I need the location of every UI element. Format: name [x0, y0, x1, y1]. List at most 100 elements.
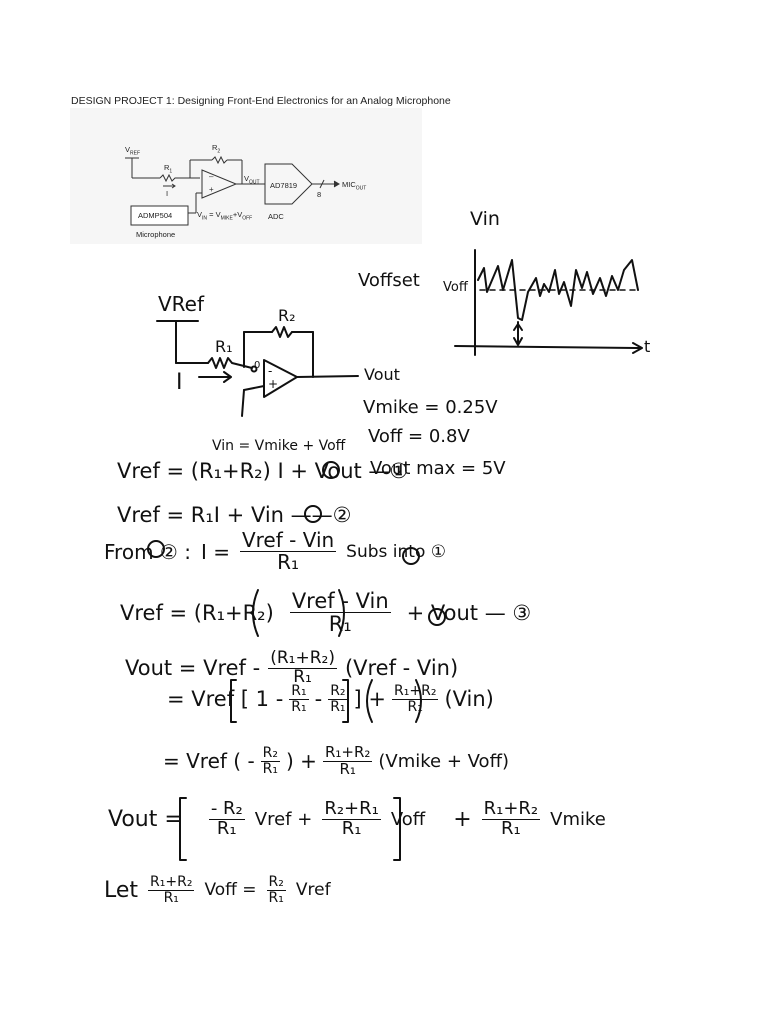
circuit-r1-label: R₁ [215, 337, 233, 356]
current-equals: I = [200, 539, 230, 564]
let-fraction-2: R₂ R₁ [266, 874, 286, 906]
circle-1-eq1 [322, 461, 340, 479]
vout2-fraction-2: R₂ R₁ [328, 683, 348, 715]
vout1-numerator: (R₁+R₂) [268, 648, 337, 669]
circuit-current-label: I [176, 370, 183, 395]
vout2-f1-denominator: R₁ [291, 698, 307, 715]
vout1-denominator: R₁ [293, 666, 312, 687]
circle-3-eq3 [428, 608, 446, 626]
document-title: DESIGN PROJECT 1: Designing Front-End El… [71, 95, 451, 107]
vout4-fraction-2: R₂+R₁ R₁ [322, 798, 381, 839]
vout4-f3-numerator: R₁+R₂ [481, 798, 541, 820]
vout-step1-row: Vout = Vref - (R₁+R₂) R₁ (Vref - Vin) [125, 648, 458, 687]
vout3-mid: ) + [286, 749, 317, 774]
vout2-mid: - [314, 687, 323, 712]
equation-current-row: From ② : I = Vref - Vin R₁ Subs into ① [104, 530, 446, 573]
circuit-vref-label: VRef [158, 292, 205, 316]
vout2-fraction-3: R₁+R₂ R₁ [392, 683, 439, 715]
eq3-denominator: R₁ [328, 612, 352, 637]
opamp-plus-symbol: + [209, 185, 214, 194]
vout4-f3-denominator: R₁ [501, 817, 521, 839]
graph-t-label: t [644, 337, 651, 356]
vout3-f2-denominator: R₁ [339, 759, 356, 778]
vout2-close: ] + [353, 687, 387, 712]
vout2-f2-denominator: R₁ [330, 698, 346, 715]
vout1-fraction: (R₁+R₂) R₁ [268, 648, 337, 687]
vout2-left: = Vref [ 1 - [167, 687, 284, 712]
let-f2-numerator: R₂ [266, 874, 286, 891]
vout4-left: Vout = [108, 806, 183, 832]
vout3-f1-numerator: R₂ [260, 745, 281, 762]
vout4-fraction-1: - R₂ R₁ [208, 798, 245, 839]
circle-2-from [147, 540, 165, 558]
vout4-f1-numerator: - R₂ [208, 798, 245, 820]
current-fraction-numerator: Vref - Vin [239, 528, 337, 552]
circuit-r2-label: R₂ [278, 306, 296, 325]
circle-2-eq2 [304, 505, 322, 523]
vout4-vref: Vref + [254, 808, 313, 830]
graph-t-axis [454, 345, 641, 349]
vout3-f1-denominator: R₁ [262, 760, 279, 777]
given-vmike: Vmike = 0.25V [363, 397, 498, 418]
circle-1-subs [402, 547, 420, 565]
circuit-plus-label: + [268, 377, 279, 391]
schematic-adc-chip-label: AD7819 [270, 181, 298, 190]
schematic-figure [70, 108, 422, 244]
current-fraction: Vref - Vin R₁ [239, 528, 337, 574]
schematic-bus-width: 8 [317, 190, 322, 199]
graph-voff-label: Voff [443, 280, 468, 295]
opamp-minus-symbol: – [209, 172, 214, 181]
graph-offset-label: Voffset [358, 270, 420, 291]
circuit-minus-label: - [268, 364, 273, 378]
vout2-f3-denominator: R₁ [407, 698, 423, 715]
vout2-f3-numerator: R₁+R₂ [392, 683, 439, 700]
vout3-right: (Vmike + Voff) [378, 750, 509, 772]
circuit-zero-label: 0 [254, 360, 261, 371]
eq3-left: Vref = (R₁+R₂) [120, 600, 274, 625]
eq3-fraction: Vref - Vin R₁ [289, 589, 391, 637]
subs-label: Subs into ① [346, 541, 446, 562]
schematic-mic-chip-label: ADMP504 [138, 211, 173, 220]
vout4-f1-denominator: R₁ [216, 817, 237, 839]
vout-step2-row: = Vref [ 1 - R₁ R₁ - R₂ R₁ ] + R₁+R₂ R₁ … [167, 684, 494, 714]
let-f1-denominator: R₁ [163, 889, 179, 906]
schematic-vref-label: VREF [125, 145, 141, 157]
let-f2-denominator: R₁ [268, 889, 284, 906]
vout4-fraction-3: R₁+R₂ R₁ [481, 798, 541, 839]
vout2-f2-numerator: R₂ [328, 683, 348, 700]
eq3-numerator: Vref - Vin [289, 589, 391, 614]
vout-step4-row: Vout = - R₂ R₁ Vref + R₂+R₁ R₁ Voff + R₁… [108, 798, 606, 839]
vout2-right: (Vin) [444, 687, 494, 712]
schematic-r2-label: R2 [212, 143, 221, 155]
vout4-f2-denominator: R₁ [341, 817, 362, 839]
vout3-f2-numerator: R₁+R₂ [322, 743, 373, 762]
let-fraction-1: R₁+R₂ R₁ [148, 874, 195, 906]
vout-step3-row: = Vref ( - R₂ R₁ ) + R₁+R₂ R₁ (Vmike + V… [163, 743, 509, 778]
schematic-vout-label: VOUT [244, 174, 260, 186]
schematic-mic-label: Microphone [136, 230, 176, 239]
eq3-right: + Vout — ③ [406, 600, 532, 625]
equation-3-row: Vref = (R₁+R₂) Vref - Vin R₁ + Vout — ③ [120, 590, 531, 635]
circuit-vin-definition: Vin = Vmike + Voff [212, 438, 346, 454]
schematic-current-label: I [166, 189, 169, 198]
from-eq2-label: From ② : [104, 539, 191, 564]
vout1-left: Vout = Vref - [125, 656, 261, 681]
vout4-plus: + [453, 806, 472, 832]
vout4-vmike: Vmike [550, 808, 606, 830]
circuit-vout-label: Vout [364, 365, 400, 384]
current-fraction-denominator: R₁ [277, 550, 300, 574]
let-voff: Voff = [204, 880, 257, 901]
vout2-fraction-1: R₁ R₁ [289, 683, 309, 715]
schematic-adc-label: ADC [268, 212, 284, 221]
graph-y-label: Vin [470, 208, 500, 230]
vout4-f2-numerator: R₂+R₁ [322, 798, 381, 820]
given-voutmax: Vout max = 5V [370, 458, 506, 479]
equation-1: Vref = (R₁+R₂) I + Vout —① [117, 459, 409, 483]
given-voff: Voff = 0.8V [368, 426, 470, 447]
equation-2: Vref = R₁I + Vin ——② [117, 503, 352, 527]
let-label: Let [104, 877, 139, 903]
vout2-f1-numerator: R₁ [289, 683, 309, 700]
let-f1-numerator: R₁+R₂ [148, 874, 195, 891]
